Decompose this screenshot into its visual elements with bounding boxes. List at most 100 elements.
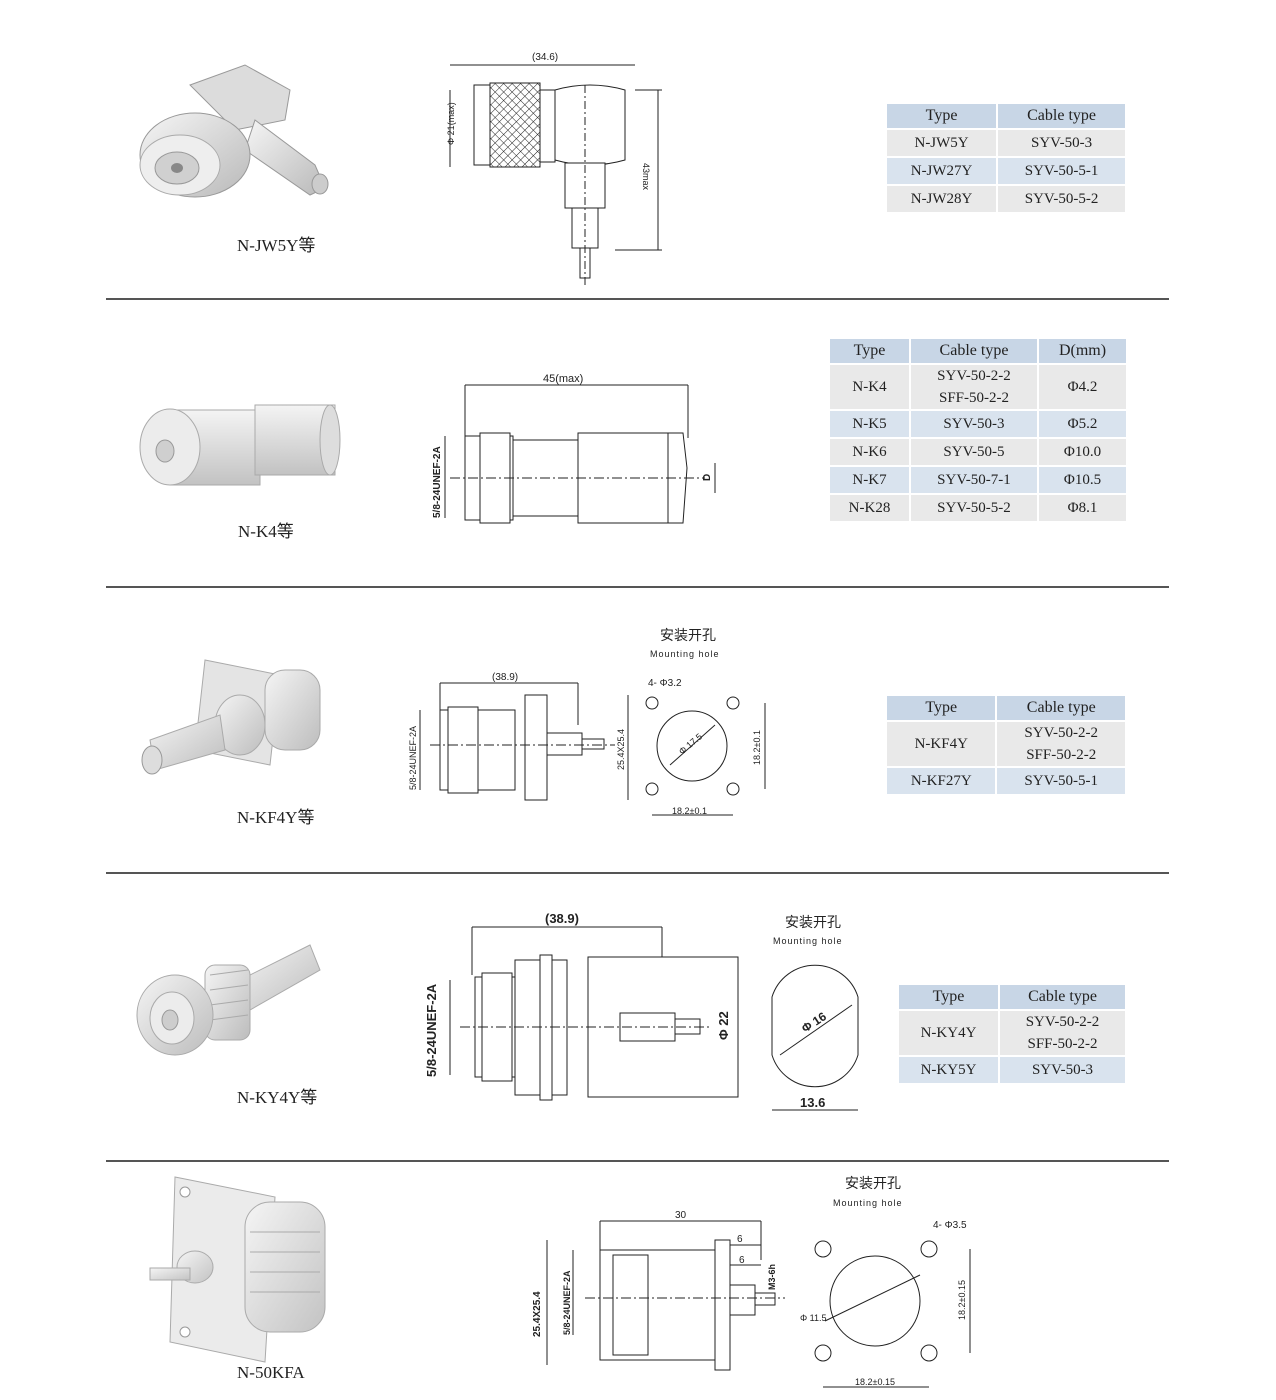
svg-text:4- Φ3.5: 4- Φ3.5 bbox=[933, 1220, 967, 1231]
svg-text:4- Φ3.2: 4- Φ3.2 bbox=[648, 678, 682, 689]
spec-table-nky4y: Type Cable type N-KY4Y SYV-50-2-2 SFF-50… bbox=[897, 983, 1127, 1085]
table-cell: N-K7 bbox=[830, 467, 909, 493]
table-cell: SYV-50-3 bbox=[998, 130, 1125, 156]
mounting-hole-title-en: Mounting hole bbox=[833, 1198, 903, 1208]
table-cell: Φ5.2 bbox=[1039, 411, 1126, 437]
table-row: N-JW5Y SYV-50-3 bbox=[887, 130, 1125, 156]
connector-photo-n50kfa bbox=[140, 1172, 340, 1367]
svg-text:(38.9): (38.9) bbox=[545, 911, 579, 926]
svg-text:18.2±0.15: 18.2±0.15 bbox=[855, 1377, 895, 1387]
connector-photo-nk4 bbox=[135, 385, 345, 495]
table-header: Cable type bbox=[910, 339, 1037, 363]
dimension-drawing-nkf4y: (38.9) 5/8-24UNEF-2A 25.4X25.4 Φ 17.5 4-… bbox=[400, 665, 780, 825]
table-cell: N-K6 bbox=[830, 439, 909, 465]
table-cell: Φ4.2 bbox=[1039, 365, 1126, 409]
table-cell: N-K5 bbox=[830, 411, 909, 437]
mounting-hole-title-en: Mounting hole bbox=[650, 649, 720, 659]
spec-table-njw5y: Type Cable type N-JW5Y SYV-50-3 N-JW27Y … bbox=[885, 102, 1127, 214]
table-cell: SYV-50-5-1 bbox=[997, 768, 1125, 794]
dimension-drawing-nky4y: (38.9) 5/8-24UNEF-2A Φ 22 Φ 16 13.6 bbox=[420, 905, 890, 1120]
table-header: Type bbox=[887, 104, 997, 128]
connector-caption: N-KF4Y等 bbox=[237, 808, 315, 827]
svg-text:(38.9): (38.9) bbox=[492, 672, 518, 683]
table-row: N-K4 SYV-50-2-2 SFF-50-2-2 Φ4.2 bbox=[830, 365, 1126, 409]
table-cell: N-KF4Y bbox=[887, 722, 996, 766]
table-row: N-KY4Y SYV-50-2-2 SFF-50-2-2 bbox=[899, 1011, 1125, 1055]
table-cell: Φ8.1 bbox=[1039, 495, 1126, 521]
svg-text:45(max): 45(max) bbox=[543, 373, 583, 385]
table-header: Cable type bbox=[998, 104, 1125, 128]
table-row: N-KF27Y SYV-50-5-1 bbox=[887, 768, 1125, 794]
svg-text:Φ 11.5: Φ 11.5 bbox=[800, 1313, 827, 1323]
table-header: Cable type bbox=[1000, 985, 1125, 1009]
table-header: Type bbox=[887, 696, 996, 720]
svg-text:5/8-24UNEF-2A: 5/8-24UNEF-2A bbox=[424, 983, 439, 1077]
spec-table-nk4: Type Cable type D(mm) N-K4 SYV-50-2-2 SF… bbox=[828, 337, 1128, 523]
svg-text:18.2±0.1: 18.2±0.1 bbox=[752, 730, 762, 765]
svg-text:5/8-24UNEF-2A: 5/8-24UNEF-2A bbox=[432, 446, 443, 518]
table-row: N-JW28Y SYV-50-5-2 bbox=[887, 186, 1125, 212]
svg-text:D: D bbox=[702, 474, 713, 481]
table-cell: N-KY5Y bbox=[899, 1057, 998, 1083]
connector-photo-nkf4y bbox=[130, 655, 330, 785]
table-row: N-KY5Y SYV-50-3 bbox=[899, 1057, 1125, 1083]
connector-caption: N-50KFA bbox=[237, 1363, 305, 1382]
table-row: N-K6 SYV-50-5 Φ10.0 bbox=[830, 439, 1126, 465]
dimension-drawing-n50kfa: 30 6 6 M3-6h 25.4X25.4 5/8-24UNEF-2A Φ 1… bbox=[525, 1205, 995, 1395]
table-cell: N-JW27Y bbox=[887, 158, 997, 184]
table-row: N-K28 SYV-50-5-2 Φ8.1 bbox=[830, 495, 1126, 521]
section-divider bbox=[106, 298, 1169, 300]
svg-text:6: 6 bbox=[739, 1255, 745, 1266]
connector-photo-njw5y bbox=[125, 60, 335, 200]
table-cell: Φ10.0 bbox=[1039, 439, 1126, 465]
table-cell: SYV-50-5 bbox=[910, 439, 1037, 465]
svg-text:18.2±0.15: 18.2±0.15 bbox=[957, 1280, 967, 1320]
connector-caption: N-JW5Y等 bbox=[237, 236, 316, 255]
table-cell: SYV-50-2-2 SFF-50-2-2 bbox=[1000, 1011, 1125, 1055]
table-cell: SYV-50-7-1 bbox=[910, 467, 1037, 493]
mounting-hole-title-cn: 安装开孔 bbox=[660, 628, 716, 644]
dimension-drawing-nk4: 45(max) 5/8-24UNEF-2A D bbox=[425, 368, 735, 528]
svg-text:13.6: 13.6 bbox=[800, 1095, 825, 1110]
connector-caption: N-K4等 bbox=[238, 522, 294, 541]
table-cell: SYV-50-3 bbox=[910, 411, 1037, 437]
table-header: Type bbox=[830, 339, 909, 363]
svg-text:5/8-24UNEF-2A: 5/8-24UNEF-2A bbox=[408, 726, 418, 790]
svg-text:5/8-24UNEF-2A: 5/8-24UNEF-2A bbox=[562, 1270, 572, 1335]
table-cell: N-JW28Y bbox=[887, 186, 997, 212]
spec-table-nkf4y: Type Cable type N-KF4Y SYV-50-2-2 SFF-50… bbox=[885, 694, 1127, 796]
svg-text:25.4X25.4: 25.4X25.4 bbox=[532, 1291, 543, 1337]
section-divider bbox=[106, 1160, 1169, 1162]
svg-text:43max: 43max bbox=[641, 163, 651, 191]
table-cell: SYV-50-3 bbox=[1000, 1057, 1125, 1083]
table-cell: N-KY4Y bbox=[899, 1011, 998, 1055]
connector-photo-nky4y bbox=[130, 940, 330, 1065]
svg-text:Φ 22: Φ 22 bbox=[716, 1011, 731, 1040]
table-cell: N-K4 bbox=[830, 365, 909, 409]
table-row: N-JW27Y SYV-50-5-1 bbox=[887, 158, 1125, 184]
table-row: N-KF4Y SYV-50-2-2 SFF-50-2-2 bbox=[887, 722, 1125, 766]
table-row: N-K5 SYV-50-3 Φ5.2 bbox=[830, 411, 1126, 437]
table-cell: Φ10.5 bbox=[1039, 467, 1126, 493]
svg-text:6: 6 bbox=[737, 1234, 743, 1245]
mounting-hole-title-cn: 安装开孔 bbox=[785, 915, 841, 931]
connector-caption: N-KY4Y等 bbox=[237, 1088, 318, 1107]
svg-text:(34.6): (34.6) bbox=[532, 52, 558, 63]
table-header: Cable type bbox=[997, 696, 1125, 720]
svg-text:M3-6h: M3-6h bbox=[767, 1264, 777, 1290]
table-cell: N-K28 bbox=[830, 495, 909, 521]
table-row: N-K7 SYV-50-7-1 Φ10.5 bbox=[830, 467, 1126, 493]
mounting-hole-title-cn: 安装开孔 bbox=[845, 1176, 901, 1192]
dimension-drawing-njw5y: (34.6) Φ 21(max) 43max bbox=[440, 45, 670, 290]
table-cell: SYV-50-5-2 bbox=[910, 495, 1037, 521]
mounting-hole-title-en: Mounting hole bbox=[773, 936, 843, 946]
svg-text:18.2±0.1: 18.2±0.1 bbox=[672, 806, 707, 816]
table-cell: SYV-50-2-2 SFF-50-2-2 bbox=[910, 365, 1037, 409]
svg-text:Φ 21(max): Φ 21(max) bbox=[446, 102, 456, 145]
table-cell: SYV-50-5-1 bbox=[998, 158, 1125, 184]
table-header: Type bbox=[899, 985, 998, 1009]
table-cell: SYV-50-5-2 bbox=[998, 186, 1125, 212]
section-divider bbox=[106, 586, 1169, 588]
table-cell: N-KF27Y bbox=[887, 768, 996, 794]
svg-text:25.4X25.4: 25.4X25.4 bbox=[616, 729, 626, 770]
